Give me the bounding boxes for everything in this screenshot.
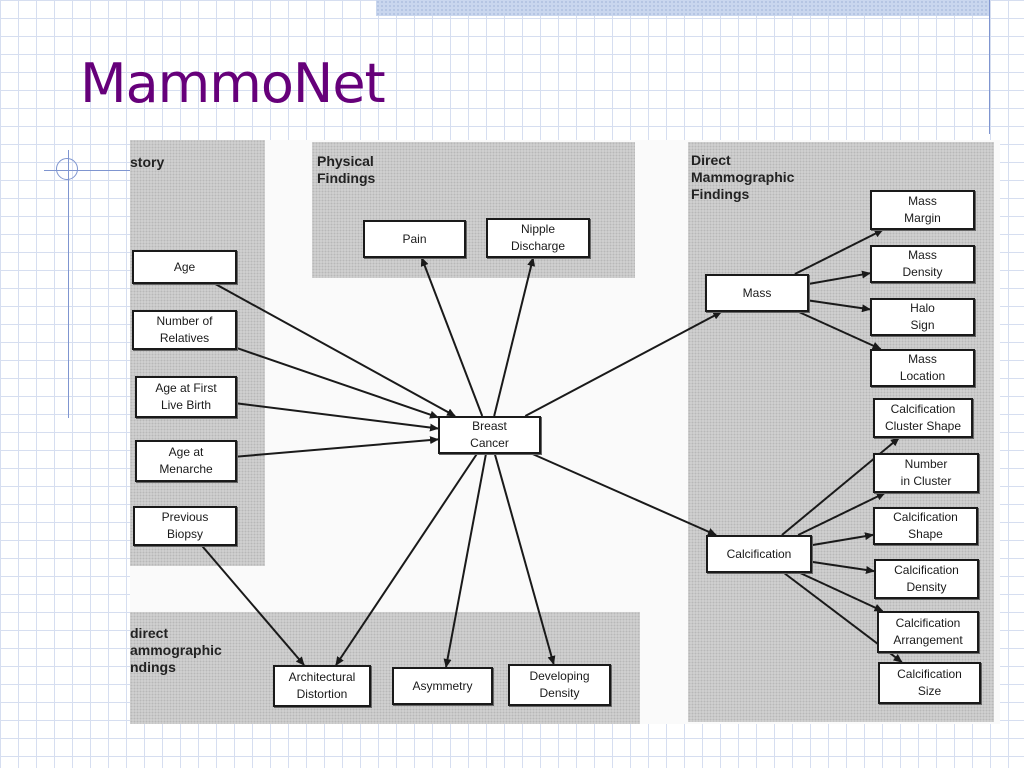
- slide-title: MammoNet: [80, 52, 386, 115]
- node-pain: Pain: [363, 220, 466, 258]
- node-number-of-relatives: Number of Relatives: [132, 310, 237, 350]
- header-band: [376, 0, 990, 16]
- node-mass: Mass: [705, 274, 809, 312]
- panel-physical-title: Physical Findings: [317, 153, 376, 186]
- node-developing-density: Developing Density: [508, 664, 611, 706]
- node-nipple-discharge: Nipple Discharge: [486, 218, 590, 258]
- edge-number-of-relatives-to-breast-cancer: [236, 347, 439, 419]
- panel-indirect-title: direct ammographic ndings: [130, 625, 222, 675]
- node-halo-sign: Halo Sign: [870, 298, 975, 336]
- edge-calcification-to-calcification-arrangement: [799, 572, 884, 612]
- node-mass-location: Mass Location: [870, 349, 975, 387]
- node-age: Age: [132, 250, 237, 284]
- edge-breast-cancer-to-calcification: [532, 453, 717, 536]
- edge-age-to-breast-cancer: [214, 283, 456, 417]
- bullet-circle-ornament: [56, 158, 78, 180]
- edge-age-at-first-live-birth-to-breast-cancer: [236, 402, 439, 432]
- node-calcification-size: Calcification Size: [878, 662, 981, 704]
- node-breast-cancer: Breast Cancer: [438, 416, 541, 454]
- node-calcification-density: Calcification Density: [874, 559, 979, 599]
- title-underline-rule: [44, 170, 136, 171]
- edge-breast-cancer-to-nipple-discharge: [493, 257, 536, 417]
- panel-direct-mammographic: Direct Mammographic Findings: [688, 142, 994, 722]
- node-calcification-shape: Calcification Shape: [873, 507, 978, 545]
- edge-age-at-menarche-to-breast-cancer: [236, 436, 439, 458]
- mammonet-diagram: story Physical Findings direct ammograph…: [130, 140, 1000, 724]
- edge-breast-cancer-to-developing-density: [493, 453, 556, 665]
- left-vertical-rule: [68, 150, 69, 418]
- edge-calcification-to-number-in-cluster: [797, 492, 886, 536]
- node-previous-biopsy: Previous Biopsy: [133, 506, 237, 546]
- node-calcification: Calcification: [706, 535, 812, 573]
- node-calcification-arrangement: Calcification Arrangement: [877, 611, 979, 653]
- node-age-at-menarche: Age at Menarche: [135, 440, 237, 482]
- edge-previous-biopsy-to-architectural-distortion: [201, 545, 305, 666]
- vertical-rule: [989, 0, 990, 134]
- edge-calcification-to-calcification-density: [811, 560, 875, 574]
- node-mass-margin: Mass Margin: [870, 190, 975, 230]
- edge-mass-to-mass-margin: [794, 229, 884, 275]
- edge-breast-cancer-to-mass: [524, 311, 723, 417]
- edge-mass-to-halo-sign: [808, 299, 871, 313]
- edge-mass-to-mass-density: [808, 270, 871, 285]
- edge-breast-cancer-to-asymmetry: [443, 453, 487, 668]
- node-age-at-first-live-birth: Age at First Live Birth: [135, 376, 237, 418]
- edge-calcification-to-calcification-shape: [811, 532, 874, 547]
- node-calcification-cluster-shape: Calcification Cluster Shape: [873, 398, 973, 438]
- panel-history: story: [130, 140, 265, 566]
- edge-breast-cancer-to-pain: [420, 257, 484, 417]
- node-mass-density: Mass Density: [870, 245, 975, 283]
- edge-breast-cancer-to-architectural-distortion: [335, 453, 478, 666]
- node-architectural-distortion: Architectural Distortion: [273, 665, 371, 707]
- panel-history-title: story: [130, 154, 165, 170]
- edge-mass-to-mass-location: [798, 311, 882, 350]
- node-number-in-cluster: Number in Cluster: [873, 453, 979, 493]
- node-asymmetry: Asymmetry: [392, 667, 493, 705]
- panel-direct-title: Direct Mammographic Findings: [691, 152, 795, 202]
